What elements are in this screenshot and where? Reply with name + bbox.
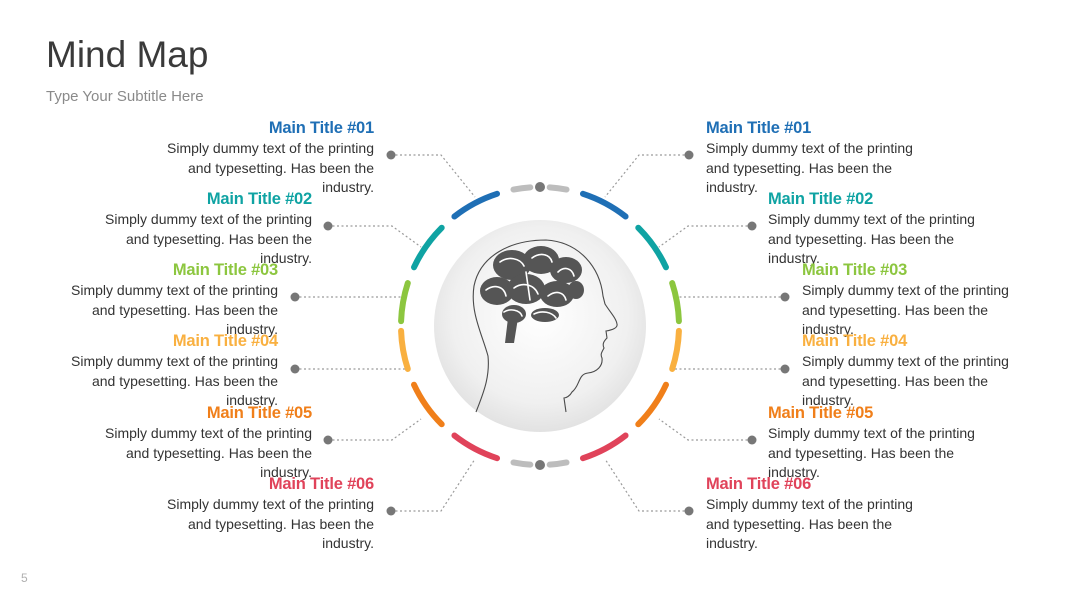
page-subtitle: Type Your Subtitle Here <box>46 88 204 105</box>
item-description: Simply dummy text of the printing and ty… <box>105 211 312 266</box>
left-connector-dot-3 <box>290 292 300 302</box>
right-connector-dot-4 <box>780 364 790 374</box>
ring-segment-teal <box>635 224 669 271</box>
right-connector-dot-1 <box>684 150 694 160</box>
item-description: Simply dummy text of the printing and ty… <box>71 353 278 408</box>
ring-segment-gray <box>510 459 534 468</box>
item-title: Main Title #01 <box>706 119 812 137</box>
page-title: Mind Map <box>46 34 209 75</box>
ring-segment-blue <box>451 190 501 220</box>
ring-segment-teal <box>411 224 445 271</box>
ring-segment-orange <box>635 381 669 428</box>
ring-segment-yellow <box>669 327 682 372</box>
left-connector-dot-2 <box>323 221 333 231</box>
item-description: Simply dummy text of the printing and ty… <box>768 425 975 480</box>
item-description: Simply dummy text of the printing and ty… <box>706 496 913 551</box>
item-title: Main Title #02 <box>206 190 312 208</box>
item-title: Main Title #04 <box>802 332 908 350</box>
brain-head-icon <box>472 239 618 413</box>
ring-bottom-dot <box>535 460 545 470</box>
item-description: Simply dummy text of the printing and ty… <box>802 282 1009 337</box>
color-ring <box>398 184 682 468</box>
ring-segment-red <box>451 432 501 462</box>
left-connector-6 <box>391 458 476 512</box>
right-connector-dot-3 <box>780 292 790 302</box>
connector-lines <box>290 150 790 516</box>
right-connector-5 <box>658 418 752 441</box>
left-connector-dot-5 <box>323 435 333 445</box>
ring-top-dot <box>535 182 545 192</box>
ring-segment-orange <box>411 381 445 428</box>
item-title: Main Title #06 <box>706 475 812 493</box>
ring-segment-red <box>579 432 629 462</box>
page-number: 5 <box>21 571 28 585</box>
item-description: Simply dummy text of the printing and ty… <box>71 282 278 337</box>
ring-segment-blue <box>579 190 629 220</box>
right-connector-dot-6 <box>684 506 694 516</box>
right-connector-dot-2 <box>747 221 757 231</box>
left-connector-5 <box>328 418 422 441</box>
right-connector-dot-5 <box>747 435 757 445</box>
item-description: Simply dummy text of the printing and ty… <box>802 353 1009 408</box>
ring-segment-yellow <box>398 327 411 372</box>
item-title: Main Title #05 <box>768 404 874 422</box>
left-connector-2 <box>328 225 422 248</box>
item-title: Main Title #05 <box>206 404 312 422</box>
item-description: Simply dummy text of the printing and ty… <box>768 211 975 266</box>
ring-segment-gray <box>510 184 534 193</box>
left-connector-1 <box>391 154 476 198</box>
right-connector-6 <box>604 458 689 512</box>
item-description: Simply dummy text of the printing and ty… <box>105 425 312 480</box>
left-connector-dot-4 <box>290 364 300 374</box>
left-connector-dot-1 <box>386 150 396 160</box>
ring-segment-gray <box>546 459 570 468</box>
ring-segment-green <box>669 280 682 325</box>
item-title: Main Title #03 <box>172 261 278 279</box>
left-connector-dot-6 <box>386 506 396 516</box>
right-connector-2 <box>658 225 752 248</box>
right-connector-1 <box>604 154 689 198</box>
item-description: Simply dummy text of the printing and ty… <box>167 140 374 195</box>
item-title: Main Title #06 <box>268 475 374 493</box>
ring-segment-green <box>398 280 411 325</box>
item-title: Main Title #01 <box>268 119 374 137</box>
ring-segment-gray <box>546 184 570 193</box>
item-description: Simply dummy text of the printing and ty… <box>706 140 913 195</box>
ring-dots <box>535 182 545 470</box>
item-title: Main Title #02 <box>768 190 874 208</box>
item-title: Main Title #03 <box>802 261 908 279</box>
item-description: Simply dummy text of the printing and ty… <box>167 496 374 551</box>
item-title: Main Title #04 <box>172 332 278 350</box>
